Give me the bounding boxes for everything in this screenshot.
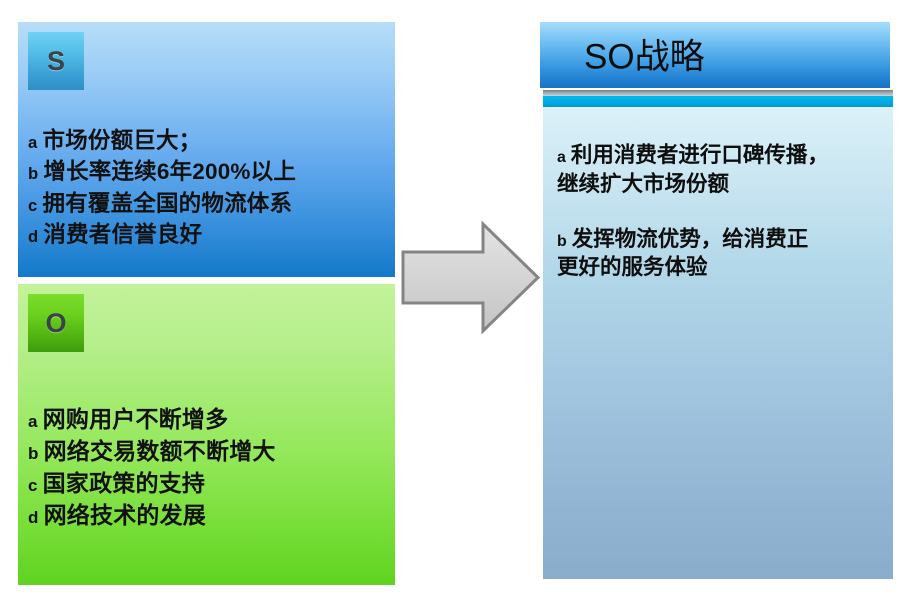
opportunity-item-text: 网络交易数额不断增大 bbox=[43, 437, 276, 464]
strategy-title: SO战略 bbox=[584, 37, 705, 77]
strength-item-marker: c bbox=[28, 195, 38, 215]
strategy-item-marker: b bbox=[557, 232, 567, 250]
opportunity-item-marker: d bbox=[28, 507, 39, 527]
strategy-header-divider bbox=[543, 90, 893, 96]
strategy-item-text: 利用消费者进行口碑传播， bbox=[570, 143, 829, 167]
strategy-header: SO战略 bbox=[540, 22, 890, 88]
opportunity-item-text: 国家政策的支持 bbox=[42, 469, 206, 496]
opportunity-badge-letter: O bbox=[45, 307, 67, 338]
opportunity-item-marker: a bbox=[28, 412, 38, 431]
opportunity-item-marker: b bbox=[28, 443, 39, 463]
strength-item-text: 市场份额巨大； bbox=[42, 128, 202, 153]
strategy-item-spacer bbox=[557, 199, 889, 225]
opportunity-item-marker: c bbox=[28, 475, 38, 495]
strength-badge: S bbox=[28, 32, 84, 90]
strength-item-marker: d bbox=[28, 226, 39, 246]
strength-badge-letter: S bbox=[46, 45, 65, 76]
strategy-item-text: 发挥物流优势，给消费正 bbox=[571, 226, 809, 251]
strength-item-text: 拥有覆盖全国的物流体系 bbox=[42, 190, 293, 216]
opportunity-panel: O bbox=[18, 284, 395, 585]
opportunity-item-text: 网络技术的发展 bbox=[43, 501, 207, 528]
strategy-accent-bar bbox=[543, 96, 893, 107]
strength-item-text: 增长率连续6年200%以上 bbox=[43, 159, 297, 185]
strength-item-text: 消费者信誉良好 bbox=[43, 221, 203, 247]
strategy-item-line: 继续扩大市场份额 bbox=[557, 171, 730, 196]
strength-item-marker: b bbox=[28, 164, 39, 184]
strength-item-marker: a bbox=[28, 133, 38, 152]
right-block-arrow-icon bbox=[399, 219, 542, 336]
strategy-item-line: 更好的服务体验 bbox=[557, 255, 708, 280]
strength-panel: S bbox=[18, 22, 395, 277]
strategy-item-marker: a bbox=[557, 149, 566, 166]
opportunity-item-text: 网购用户不断增多 bbox=[42, 406, 229, 432]
opportunity-badge: O bbox=[28, 294, 84, 352]
